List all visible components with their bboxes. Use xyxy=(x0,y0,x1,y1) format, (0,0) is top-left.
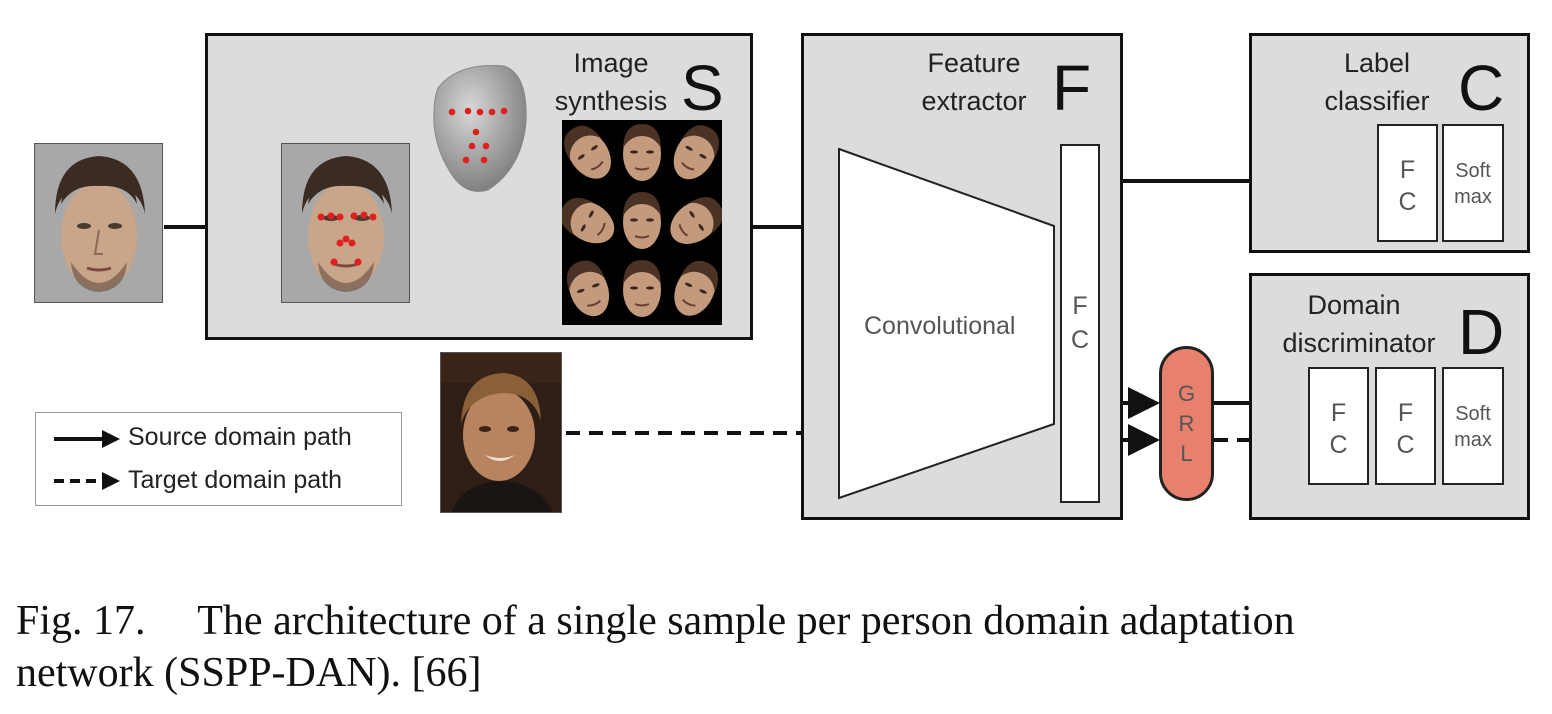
synthesis-label-line1: Image xyxy=(573,48,649,78)
synthesized-face-7 xyxy=(566,260,610,317)
feature-extractor-module: Feature extractor F Convolutional F C xyxy=(801,33,1123,520)
target-face-image xyxy=(440,352,562,513)
synthesis-label-line2: synthesis xyxy=(554,86,668,116)
synthesized-face-3 xyxy=(673,125,720,180)
discriminator-letter: D xyxy=(1458,296,1505,368)
figure-caption-line2: network (SSPP-DAN). [66] xyxy=(16,650,482,696)
classifier-label-line2: classifier xyxy=(1324,86,1430,116)
gradient-reversal-layer: G R L xyxy=(1159,346,1214,501)
classifier-softmax-layer: Soft max xyxy=(1442,124,1504,242)
legend-solid-arrow xyxy=(54,430,120,448)
extractor-label-line1: Feature xyxy=(927,48,1021,78)
discriminator-fc1-line1: F xyxy=(1330,399,1347,427)
discriminator-fc-layer-1: F C xyxy=(1308,367,1369,485)
discriminator-fc2-line2: C xyxy=(1396,431,1415,459)
extractor-label-line2: extractor xyxy=(921,86,1027,116)
source-face-drawing xyxy=(35,144,162,302)
synthesized-face-5 xyxy=(623,192,661,249)
classifier-label-line1: Label xyxy=(1343,48,1411,78)
classifier-softmax-line1: Soft xyxy=(1455,160,1491,182)
convolutional-trapezoid xyxy=(838,147,1055,500)
landmark-face-image xyxy=(281,143,410,303)
figure-caption-line1: Fig. 17. The architecture of a single sa… xyxy=(16,598,1295,644)
3d-face-model xyxy=(433,64,527,192)
landmark-face-drawing xyxy=(282,144,409,302)
grl-line1: G xyxy=(1177,381,1196,406)
label-classifier-module: Label classifier C F C Soft max xyxy=(1249,33,1530,253)
convolutional-label: Convolutional xyxy=(864,312,1016,340)
synthesized-face-2 xyxy=(623,124,661,181)
domain-discriminator-module: Domain discriminator D F C F C Soft max xyxy=(1249,273,1530,520)
grl-line3: L xyxy=(1180,441,1193,466)
synthesized-face-6 xyxy=(670,196,724,244)
legend: Source domain path Target domain path xyxy=(35,412,402,506)
source-face-image xyxy=(34,143,163,303)
discriminator-fc-layer-2: F C xyxy=(1375,367,1436,485)
discriminator-softmax-layer: Soft max xyxy=(1442,367,1504,485)
grl-line2: R xyxy=(1178,411,1195,436)
extractor-fc-line2: C xyxy=(1070,326,1090,354)
discriminator-fc2-line1: F xyxy=(1397,399,1414,427)
synthesized-face-1 xyxy=(563,125,611,179)
classifier-fc-line1: F xyxy=(1399,156,1416,184)
classifier-letter: C xyxy=(1458,52,1505,124)
discriminator-fc1-line2: C xyxy=(1329,431,1348,459)
synthesized-faces-grid xyxy=(560,120,724,325)
legend-source-label: Source domain path xyxy=(128,423,352,451)
synthesis-letter: S xyxy=(681,52,724,124)
synthesized-face-4 xyxy=(560,197,615,244)
synthesized-face-9 xyxy=(674,260,719,316)
classifier-softmax-line2: max xyxy=(1454,186,1492,208)
legend-dashed-arrow xyxy=(54,472,120,490)
target-face-drawing xyxy=(441,353,561,512)
extractor-letter: F xyxy=(1052,52,1092,124)
discriminator-label-line2: discriminator xyxy=(1282,328,1436,358)
classifier-fc-line2: C xyxy=(1398,188,1417,216)
extractor-fc-line1: F xyxy=(1072,292,1088,320)
discriminator-softmax-line1: Soft xyxy=(1455,403,1491,425)
extractor-fc-layer: F C xyxy=(1060,144,1100,503)
synthesized-faces-drawing xyxy=(560,124,724,317)
synthesized-face-8 xyxy=(623,260,661,317)
classifier-fc-layer: F C xyxy=(1377,124,1438,242)
discriminator-label-line1: Domain xyxy=(1307,290,1401,320)
discriminator-softmax-line2: max xyxy=(1454,429,1492,451)
legend-target-label: Target domain path xyxy=(128,466,343,494)
